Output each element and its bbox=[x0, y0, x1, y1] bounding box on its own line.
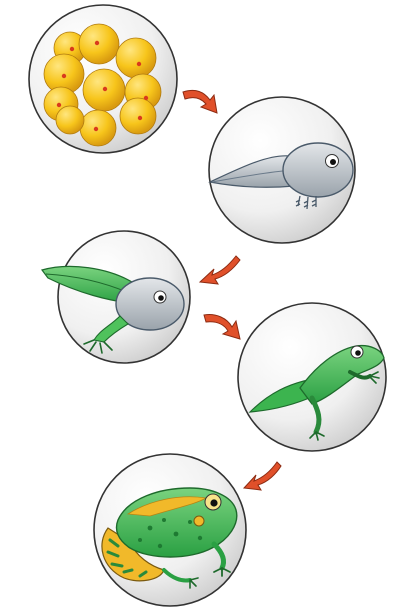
stage-tadpole bbox=[209, 97, 355, 243]
arrow-tadpole-to-legs bbox=[200, 256, 240, 284]
arrow-legs-to-froglet bbox=[204, 315, 240, 339]
arrow-froglet-to-adult bbox=[244, 462, 281, 490]
arrow-eggs-to-tadpole bbox=[183, 90, 217, 113]
stage-adult-frog bbox=[94, 454, 246, 606]
stage-froglet bbox=[238, 303, 386, 451]
frog-eggs-icon bbox=[44, 24, 161, 146]
stage-eggs bbox=[29, 5, 177, 153]
stage-tadpole-with-legs bbox=[42, 231, 190, 363]
